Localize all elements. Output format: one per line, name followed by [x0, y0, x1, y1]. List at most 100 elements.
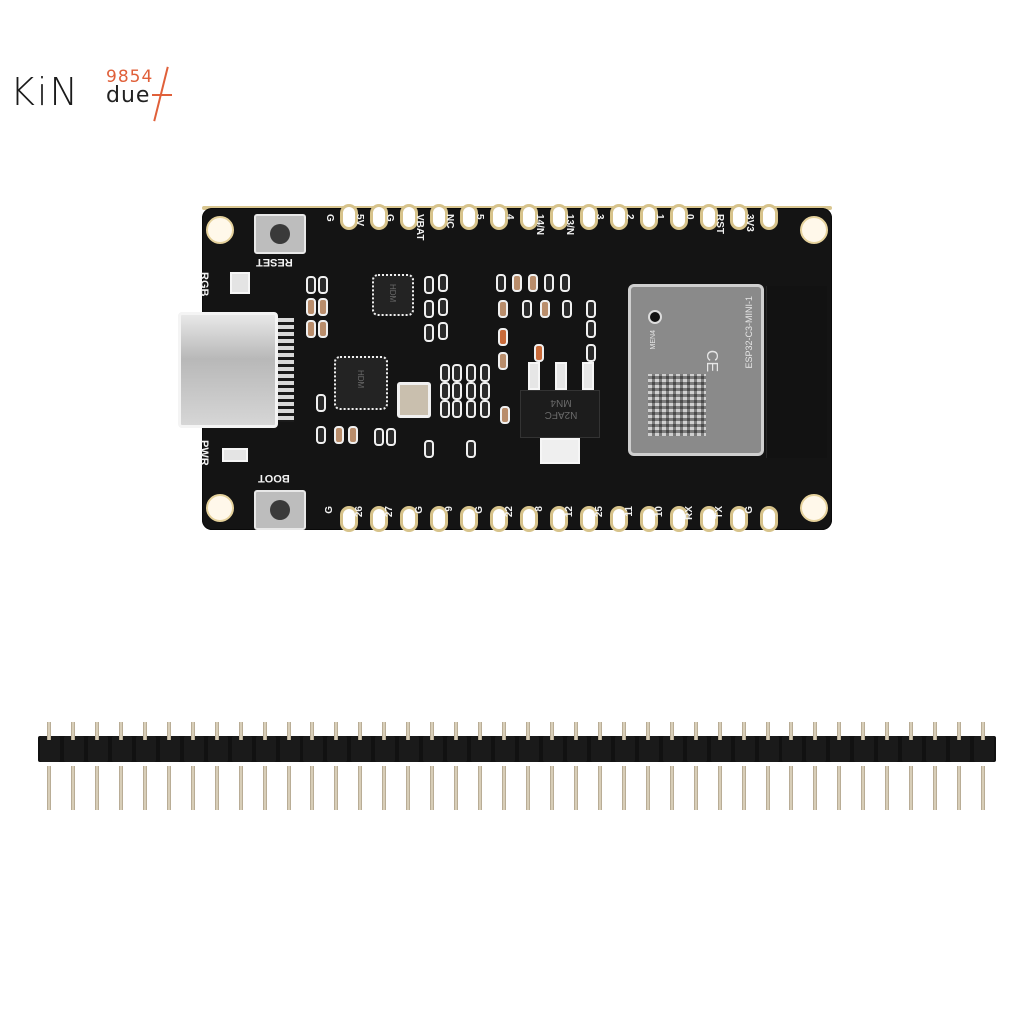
- capacitor: [348, 426, 358, 444]
- pin-bottom: [406, 766, 411, 810]
- header-segment: [926, 736, 947, 762]
- smd-pad: [440, 400, 450, 418]
- usb-c-pins: [278, 318, 294, 422]
- pin-top: [717, 722, 722, 740]
- header-pin: [62, 722, 86, 810]
- pin-top: [70, 722, 75, 740]
- header-segment: [566, 736, 587, 762]
- header-pin: [852, 722, 876, 810]
- pin-label: 12: [564, 506, 575, 518]
- pin-top: [741, 722, 746, 740]
- pin-top: [190, 722, 195, 740]
- pin-label: 5V: [354, 214, 365, 227]
- pin-bottom: [358, 766, 363, 810]
- smd-pad: [560, 274, 570, 292]
- pin-pad: [670, 506, 688, 532]
- pin-bottom: [669, 766, 674, 810]
- crystal-oscillator: [397, 382, 431, 418]
- pin-top: [813, 722, 818, 740]
- regulator-tab: [540, 438, 580, 464]
- pin-top: [693, 722, 698, 740]
- pin-label: 1: [654, 214, 665, 220]
- pin-pad: [610, 506, 628, 532]
- pin-top: [94, 722, 99, 740]
- pin-bottom: [813, 766, 818, 810]
- smd-pad: [374, 428, 384, 446]
- pin-bottom: [645, 766, 650, 810]
- pin-bottom: [549, 766, 554, 810]
- pin-bottom: [70, 766, 75, 810]
- smd-pad: [586, 320, 596, 338]
- pin-pad: [430, 506, 448, 532]
- brand-logo-sub: due: [106, 83, 151, 108]
- smd-pad: [386, 428, 396, 446]
- pin-pad: [730, 204, 748, 230]
- pin-bottom: [573, 766, 578, 810]
- header-pin: [948, 722, 972, 810]
- qr-code: [648, 374, 706, 436]
- regulator-line1: N2AFC: [544, 409, 578, 420]
- pin-top: [47, 722, 51, 740]
- capacitor: [540, 300, 550, 318]
- smd-pad: [306, 276, 316, 294]
- rgb-label: RGB: [198, 272, 210, 297]
- header-segment: [135, 736, 156, 762]
- mount-hole-top-right: [800, 216, 828, 244]
- capacitor: [528, 274, 538, 292]
- header-pin: [541, 722, 565, 810]
- pin-bottom: [789, 766, 794, 810]
- pin-top: [454, 722, 459, 740]
- header-pin: [206, 722, 230, 810]
- pin-pad: [460, 506, 478, 532]
- boot-button[interactable]: [254, 490, 306, 530]
- pin-top: [310, 722, 315, 740]
- header-segment: [758, 736, 779, 762]
- pin-label: 0: [684, 214, 695, 220]
- pin-top: [573, 722, 578, 740]
- smd-pad: [544, 274, 554, 292]
- pin-label: 4: [504, 214, 515, 220]
- header-pin: [373, 722, 397, 810]
- pin-bottom: [693, 766, 698, 810]
- smd-pad: [480, 382, 490, 400]
- pin-top: [142, 722, 147, 740]
- pin-top: [837, 722, 842, 740]
- pin-pad: [550, 204, 568, 230]
- pin-bottom: [597, 766, 602, 810]
- rgb-led: [230, 272, 250, 294]
- resistor: [498, 328, 508, 346]
- pin-top: [262, 722, 267, 740]
- capacitor: [306, 320, 316, 338]
- smd-pad: [466, 440, 476, 458]
- pin-label: RST: [714, 214, 725, 234]
- regulator-marking: N2AFC MN4: [526, 396, 596, 420]
- capacitor: [512, 274, 522, 292]
- smd-pad: [452, 382, 462, 400]
- pin-bottom: [166, 766, 171, 810]
- pin-bottom: [957, 766, 962, 810]
- header-pin: [278, 722, 302, 810]
- mount-hole-bottom-right: [800, 494, 828, 522]
- smd-pad: [424, 324, 434, 342]
- header-segment: [590, 736, 611, 762]
- pin-label: NC: [444, 214, 455, 229]
- button-cap-icon: [270, 500, 290, 520]
- header-pin: [828, 722, 852, 810]
- pin-label: 26: [354, 506, 365, 518]
- header-pin: [757, 722, 781, 810]
- pin-top: [382, 722, 387, 740]
- header-segment: [734, 736, 755, 762]
- reset-button[interactable]: [254, 214, 306, 254]
- button-cap-icon: [270, 224, 290, 244]
- header-segment: [638, 736, 659, 762]
- header-segment: [614, 736, 635, 762]
- pin-bottom: [94, 766, 99, 810]
- pin-pad: [580, 204, 598, 230]
- smd-pad: [496, 274, 506, 292]
- pin-pad: [640, 506, 658, 532]
- header-pin: [876, 722, 900, 810]
- usb-c-port[interactable]: [178, 312, 278, 428]
- pin-label: 3V3: [744, 214, 755, 232]
- brand-logo-number: 9854: [106, 67, 154, 87]
- pin-pad: [340, 204, 358, 230]
